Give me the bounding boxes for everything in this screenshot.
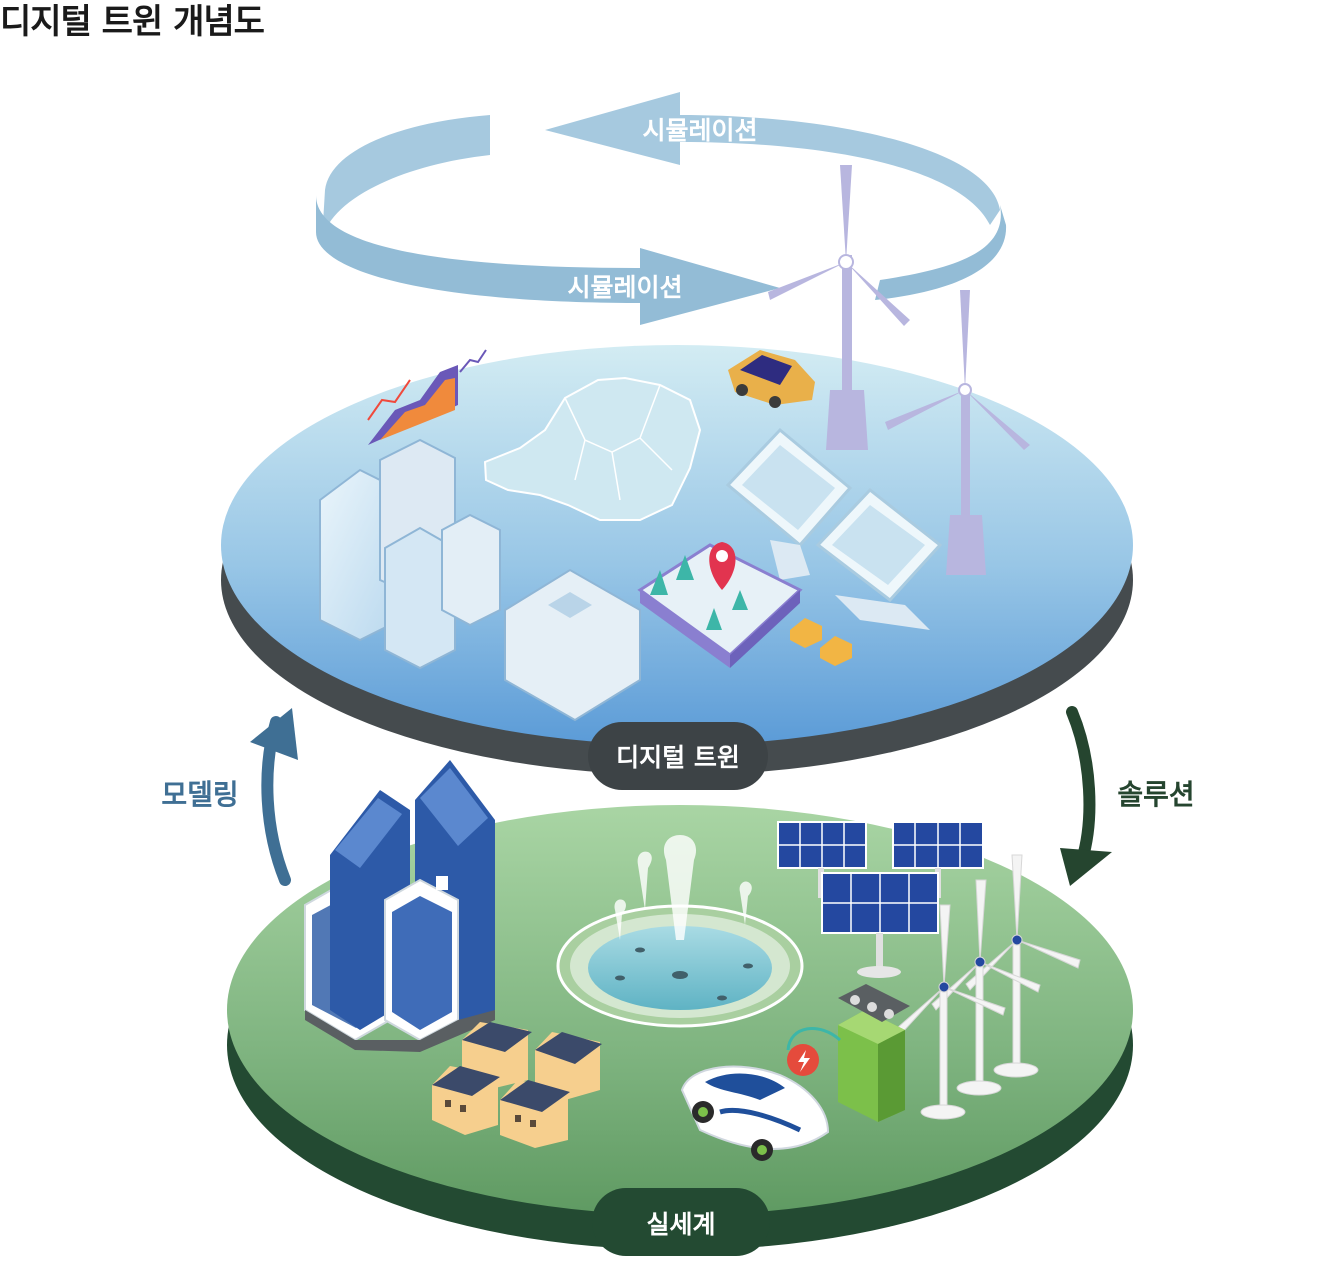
digital-twin-label: 디지털 트윈: [616, 743, 740, 772]
real-world-label: 실세계: [646, 1210, 715, 1239]
solar-panel-icon: [725, 427, 853, 580]
map-pin-icon: [637, 542, 803, 668]
modeling-label: 모델링: [161, 778, 238, 811]
chart-icon: [367, 349, 487, 445]
simulation-cycle: 시뮬레이션 시뮬레이션: [316, 92, 1007, 325]
wind-turbine-icon: [768, 165, 910, 450]
wind-turbine-icon: [895, 904, 1006, 1120]
charging-station-icon: [786, 984, 910, 1122]
solution-label: 솔루션: [1117, 778, 1194, 811]
simulation-arrow-bottom: [316, 195, 780, 325]
digital-twin-label-pill: [588, 722, 768, 790]
house-icon: [790, 618, 852, 666]
simulation-arrow-top: [545, 92, 1000, 225]
solar-panel-icon: [821, 872, 939, 978]
digital-twin-platform: 디지털 트윈: [221, 165, 1133, 790]
electric-car-icon: [680, 1065, 830, 1161]
real-world-platform: 실세계: [227, 760, 1133, 1256]
solar-panel-icon: [815, 487, 943, 630]
fountain-icon: [556, 835, 804, 1028]
wind-turbine-icon: [885, 290, 1030, 575]
real-world-label-pill: [592, 1188, 770, 1256]
house-icon: [432, 1022, 602, 1148]
simulation-label-bottom: 시뮬레이션: [567, 273, 682, 302]
skyscraper-icon: [304, 760, 495, 1052]
solar-panel-icon: [892, 821, 984, 898]
solution-arrow: [1060, 706, 1112, 886]
building-icon: [319, 438, 641, 722]
page-title: 디지털 트윈 개념도: [0, 2, 265, 42]
car-icon: [728, 350, 815, 408]
korea-map-icon: [483, 376, 702, 521]
solar-panel-icon: [777, 821, 867, 898]
simulation-label-top: 시뮬레이션: [642, 116, 757, 145]
modeling-arrow: [250, 708, 298, 886]
lightning-icon: [798, 1050, 810, 1072]
